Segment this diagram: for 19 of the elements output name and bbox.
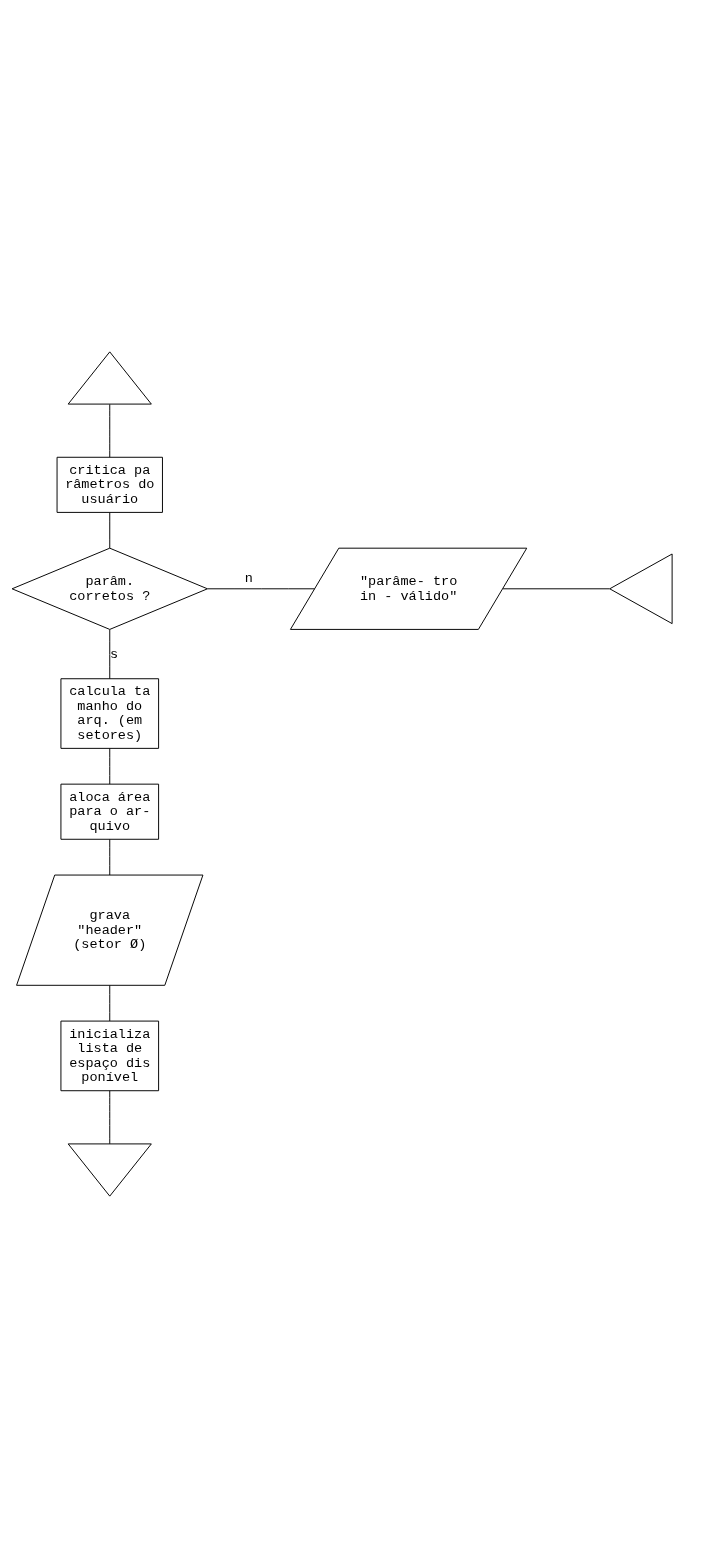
- node-triangle: [67, 1142, 152, 1197]
- node-triangle: [67, 350, 152, 405]
- connector: [109, 984, 111, 1021]
- connector: [109, 628, 111, 679]
- node-diamond: parâm. corretos ?: [11, 547, 208, 630]
- connector: [109, 511, 111, 549]
- node-box: calcula ta manho do arq. (em setores): [60, 677, 160, 749]
- node-triangle: [609, 553, 673, 624]
- node-box: inicializa lista de espaço dis ponível: [60, 1020, 160, 1091]
- node-box: aloca área para o ar- quivo: [60, 783, 160, 840]
- connector: [502, 587, 611, 589]
- connector: [207, 587, 316, 589]
- node-box: critica pa râmetros do usuário: [56, 456, 163, 513]
- edge-label: s: [110, 646, 119, 662]
- connector: [109, 747, 111, 785]
- connector: [109, 1089, 111, 1144]
- connector: [109, 838, 111, 875]
- connector: [109, 403, 111, 458]
- edge-label: n: [244, 570, 253, 586]
